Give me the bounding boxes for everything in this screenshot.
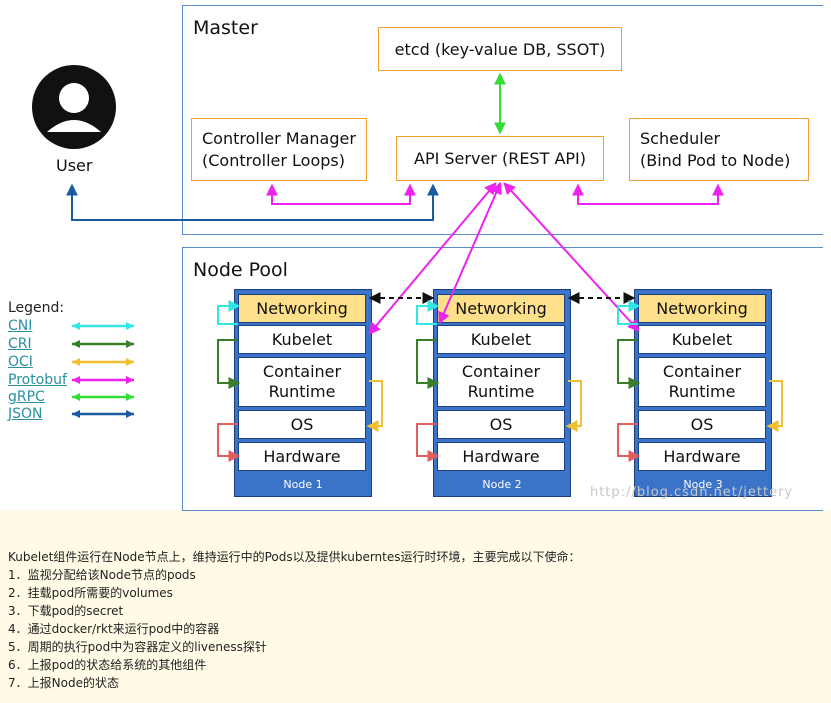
api-server-label: API Server (REST API)	[414, 149, 586, 168]
cni-link-2	[416, 300, 440, 325]
hardware-layer: Hardware	[238, 442, 366, 471]
controller-api-arrow	[266, 183, 416, 205]
legend-cni[interactable]: CNI	[8, 318, 33, 334]
caption: Kubelet组件运行在Node节点上，维持运行中的Pods以及提供kubern…	[8, 548, 581, 692]
caption-item: 6．上报pod的状态给系统的其他组件	[8, 658, 207, 672]
kubelet-layer: Kubelet	[238, 325, 366, 354]
node-3: Networking Kubelet Container Runtime OS …	[634, 289, 772, 497]
controller-manager-label: Controller Manager (Controller Loops)	[202, 128, 356, 170]
scheduler-box: Scheduler (Bind Pod to Node)	[629, 118, 809, 181]
kubelet-layer: Kubelet	[638, 325, 766, 354]
cni-link-3	[617, 300, 641, 325]
architecture-diagram: Master etcd (key-value DB, SSOT) Control…	[0, 0, 831, 511]
caption-item: 5．周期的执行pod中为容器定义的liveness探针	[8, 640, 267, 654]
node-1: Networking Kubelet Container Runtime OS …	[234, 289, 372, 497]
oci-link-2	[565, 380, 582, 432]
legend-title: Legend:	[8, 300, 65, 316]
node-label: Node 1	[283, 478, 323, 491]
etcd-box: etcd (key-value DB, SSOT)	[378, 27, 622, 71]
hw-link-2	[416, 423, 440, 462]
legend-oci[interactable]: OCI	[8, 354, 33, 370]
legend-protobuf[interactable]: Protobuf	[8, 372, 67, 388]
user-avatar-icon	[32, 65, 116, 149]
user-label: User	[56, 156, 93, 175]
oci-link-1	[366, 380, 383, 432]
container-runtime-layer: Container Runtime	[437, 357, 565, 407]
scheduler-label: Scheduler (Bind Pod to Node)	[640, 128, 791, 170]
caption-item: 7．上报Node的状态	[8, 676, 119, 690]
hw-link-1	[217, 423, 241, 462]
node-label: Node 2	[482, 478, 522, 491]
api-kubelet3-arrow	[503, 182, 640, 332]
container-runtime-layer: Container Runtime	[638, 357, 766, 407]
cri-link-1	[217, 339, 241, 389]
cri-link-3	[617, 339, 641, 389]
hw-link-3	[617, 423, 641, 462]
master-title: Master	[193, 17, 258, 39]
node-2: Networking Kubelet Container Runtime OS …	[433, 289, 571, 497]
api-kubelet2-arrow	[438, 181, 502, 325]
caption-item: 3．下载pod的secret	[8, 604, 124, 618]
networking-layer: Networking	[638, 294, 766, 323]
legend-cri[interactable]: CRI	[8, 336, 32, 352]
node-label: Node 3	[683, 478, 723, 491]
scheduler-api-arrow	[572, 183, 724, 205]
controller-manager-box: Controller Manager (Controller Loops)	[191, 118, 367, 181]
legend-json[interactable]: JSON	[8, 406, 43, 422]
caption-item: 2．挂载pod所需要的volumes	[8, 586, 173, 600]
cni-link-1	[217, 300, 241, 325]
os-layer: OS	[238, 410, 366, 439]
watermark: http://blog.csdn.net/jettery	[590, 485, 794, 500]
api-server-box: API Server (REST API)	[396, 136, 604, 181]
hardware-layer: Hardware	[638, 442, 766, 471]
oci-link-3	[766, 380, 783, 432]
connection-arrows	[66, 72, 783, 462]
caption-item: 1．监视分配给该Node节点的pods	[8, 568, 196, 582]
hardware-layer: Hardware	[437, 442, 565, 471]
networking-layer: Networking	[238, 294, 366, 323]
caption-intro: Kubelet组件运行在Node节点上，维持运行中的Pods以及提供kubern…	[8, 550, 581, 564]
legend-grpc[interactable]: gRPC	[8, 389, 45, 405]
cri-link-2	[416, 339, 440, 389]
etcd-label: etcd (key-value DB, SSOT)	[394, 39, 606, 59]
os-layer: OS	[437, 410, 565, 439]
os-layer: OS	[638, 410, 766, 439]
caption-item: 4．通过docker/rkt来运行pod中的容器	[8, 622, 220, 636]
node-pool-title: Node Pool	[193, 259, 288, 281]
